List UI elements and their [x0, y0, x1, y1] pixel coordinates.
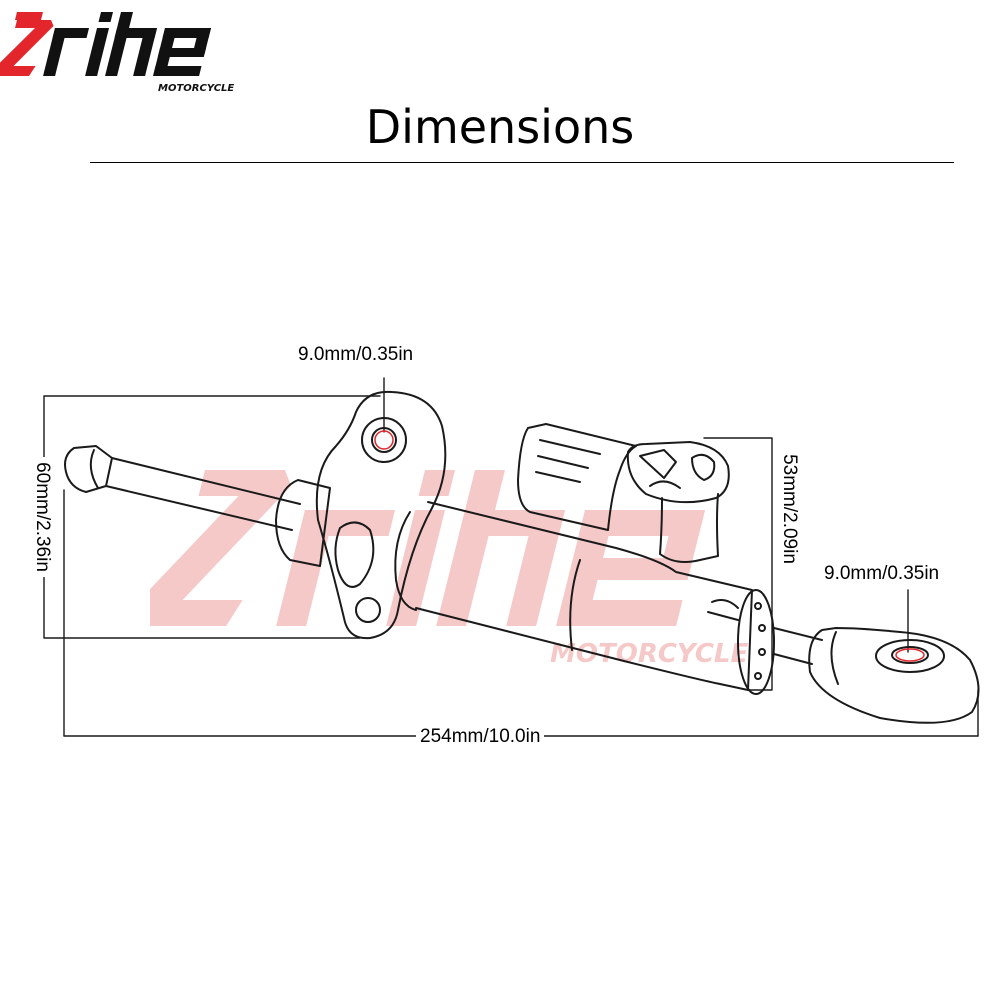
rod-end-eyelet	[808, 627, 980, 724]
end-eye-diameter-label: 9.0mm/0.35in	[824, 563, 940, 585]
title-divider	[90, 162, 954, 163]
top-bushing-highlight	[374, 430, 394, 450]
end-bushing-highlight	[895, 648, 925, 662]
mount-bracket	[315, 390, 447, 640]
cylinder-body	[394, 501, 753, 691]
mount-height-label: 60mm/2.36in	[31, 457, 53, 577]
end-flange	[707, 589, 775, 695]
body-height-label: 53mm/2.09in	[778, 449, 800, 569]
overall-length-label: 254mm/10.0in	[416, 726, 545, 748]
brand-logo: MOTORCYCLE	[0, 12, 234, 94]
piston-rod	[64, 445, 301, 531]
top-eye-diameter-label: 9.0mm/0.35in	[298, 344, 414, 366]
reservoir	[517, 423, 719, 563]
end-rod	[773, 627, 823, 665]
svg-text:MOTORCYCLE: MOTORCYCLE	[550, 639, 748, 669]
page-title: Dimensions	[365, 100, 635, 154]
rod-collar	[275, 479, 331, 567]
adjuster-knob	[626, 441, 730, 504]
brand-logo-subtext: MOTORCYCLE	[158, 83, 234, 94]
